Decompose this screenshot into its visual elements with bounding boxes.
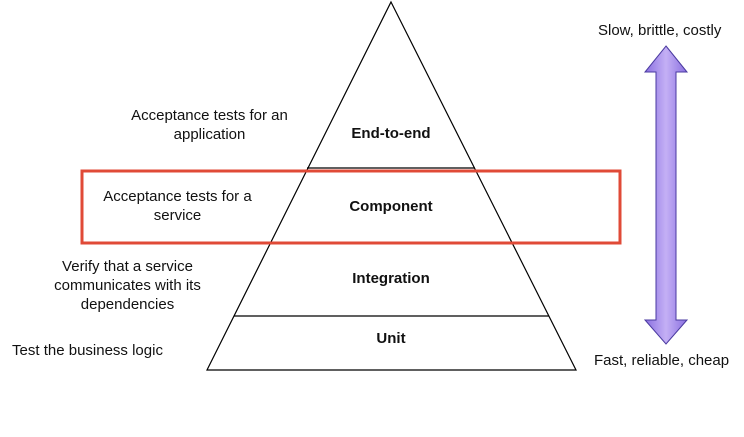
description-end-to-end: Acceptance tests for an application: [131, 107, 288, 143]
axis-top-label: Slow, brittle, costly: [598, 22, 722, 39]
description-integration: Verify that a service communicates with …: [54, 258, 201, 313]
axis-bottom-label: Fast, reliable, cheap: [594, 352, 730, 369]
layer-integration: Integration: [352, 270, 430, 287]
description-component: Acceptance tests for a service: [103, 188, 252, 224]
layer-component: Component: [349, 198, 433, 215]
pyramid-outline: [206, 0, 577, 371]
description-unit: Test the business logic: [12, 342, 163, 359]
layer-end-to-end: End-to-end: [351, 125, 431, 142]
component-highlight-box: [80, 169, 622, 245]
double-arrow-icon: [643, 45, 689, 345]
layer-unit: Unit: [376, 330, 406, 347]
